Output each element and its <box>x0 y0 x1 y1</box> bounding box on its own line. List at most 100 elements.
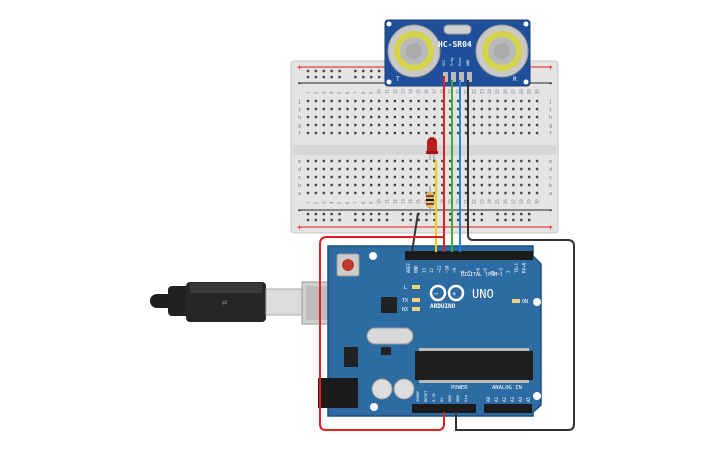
grid-hole <box>401 175 404 179</box>
rail-hole <box>425 218 428 222</box>
grid-hole <box>346 175 349 179</box>
grid-hole <box>496 167 499 171</box>
rail-hole <box>520 218 523 222</box>
grid-hole <box>330 123 333 127</box>
rail-hole <box>370 218 373 222</box>
grid-hole <box>385 131 389 135</box>
grid-hole <box>385 183 389 187</box>
column-number: 18 <box>440 199 445 204</box>
grid-hole <box>425 107 428 111</box>
grid-hole <box>385 99 389 103</box>
grid-hole <box>496 159 499 163</box>
row-letter: c <box>549 175 552 181</box>
grid-hole <box>385 115 389 119</box>
grid-hole <box>441 167 444 171</box>
grid-hole <box>456 175 460 179</box>
grid-hole <box>535 107 539 111</box>
rail-minus-bottom-left: - <box>297 206 302 215</box>
grid-hole <box>417 183 420 187</box>
grid-hole <box>480 131 483 135</box>
receiver-icon <box>475 24 529 78</box>
digital-pin-label: 8 <box>460 270 465 273</box>
sensor-pin-echo: Echo <box>458 58 462 66</box>
wires <box>319 76 575 431</box>
grid-hole <box>362 131 365 135</box>
grid-hole <box>488 99 491 103</box>
grid-hole <box>488 167 491 171</box>
led-label-rx: RX <box>402 307 408 313</box>
rail-hole <box>401 218 404 222</box>
grid-hole <box>322 99 325 103</box>
grid-hole <box>464 183 468 187</box>
grid-hole <box>417 123 420 127</box>
grid-hole <box>535 175 539 179</box>
grid-hole <box>306 183 310 187</box>
row-letter: a <box>549 191 552 197</box>
grid-hole <box>441 159 444 163</box>
digital-pin-label: AREF <box>406 262 411 273</box>
grid-hole <box>528 131 531 135</box>
analog-pin-label: A3 <box>510 396 515 402</box>
grid-hole <box>362 191 365 195</box>
grid-hole <box>488 183 491 187</box>
grid-hole <box>441 191 444 195</box>
atmega-chip <box>415 351 533 380</box>
grid-hole <box>504 107 507 111</box>
rail-hole <box>528 218 531 222</box>
digital-label: DIGITAL (PWM~) <box>461 272 503 278</box>
grid-hole <box>417 159 420 163</box>
row-letter: h <box>298 115 301 121</box>
grid-hole <box>401 131 404 135</box>
rail-hole <box>306 69 310 73</box>
analog-label: ANALOG IN <box>492 385 522 391</box>
grid-hole <box>425 175 428 179</box>
grid-hole <box>535 115 539 119</box>
sensor-pins <box>443 72 472 82</box>
grid-hole <box>488 131 491 135</box>
grid-hole <box>433 123 436 127</box>
grid-hole <box>504 115 507 119</box>
grid-hole <box>528 175 531 179</box>
rail-hole <box>449 212 452 216</box>
grid-hole <box>464 131 468 135</box>
grid-hole <box>512 183 515 187</box>
grid-hole <box>314 167 318 171</box>
grid-hole <box>338 123 341 127</box>
row-letter: g <box>549 123 552 129</box>
column-number: 16 <box>424 89 429 94</box>
grid-hole <box>401 99 404 103</box>
column-number: 4 <box>329 201 334 204</box>
row-letter: e <box>549 159 552 165</box>
rail-hole <box>496 218 499 222</box>
grid-hole <box>401 183 404 187</box>
grid-hole <box>314 99 318 103</box>
rail-hole <box>504 212 507 216</box>
grid-hole <box>520 131 523 135</box>
rail-hole <box>330 75 333 79</box>
grid-hole <box>488 159 491 163</box>
grid-hole <box>417 167 420 171</box>
column-number: 9 <box>369 201 374 204</box>
grid-hole <box>456 99 460 103</box>
grid-hole <box>433 115 436 119</box>
grid-hole <box>520 107 523 111</box>
grid-hole <box>417 131 420 135</box>
column-number: 17 <box>432 199 437 204</box>
grid-hole <box>362 159 365 163</box>
rail-hole <box>464 218 468 222</box>
grid-hole <box>370 167 373 171</box>
grid-hole <box>488 191 491 195</box>
rail-hole <box>377 69 381 73</box>
grid-hole <box>385 191 389 195</box>
column-number: 21 <box>464 199 469 204</box>
grid-hole <box>480 191 483 195</box>
grid-hole <box>472 99 476 103</box>
grid-hole <box>456 167 460 171</box>
power-pin-label: 3.3V <box>431 392 436 402</box>
grid-hole <box>338 167 341 171</box>
usb-cable: ⇌ <box>150 281 359 325</box>
grid-hole <box>377 167 381 171</box>
rail-hole <box>338 212 341 216</box>
grid-hole <box>346 107 349 111</box>
